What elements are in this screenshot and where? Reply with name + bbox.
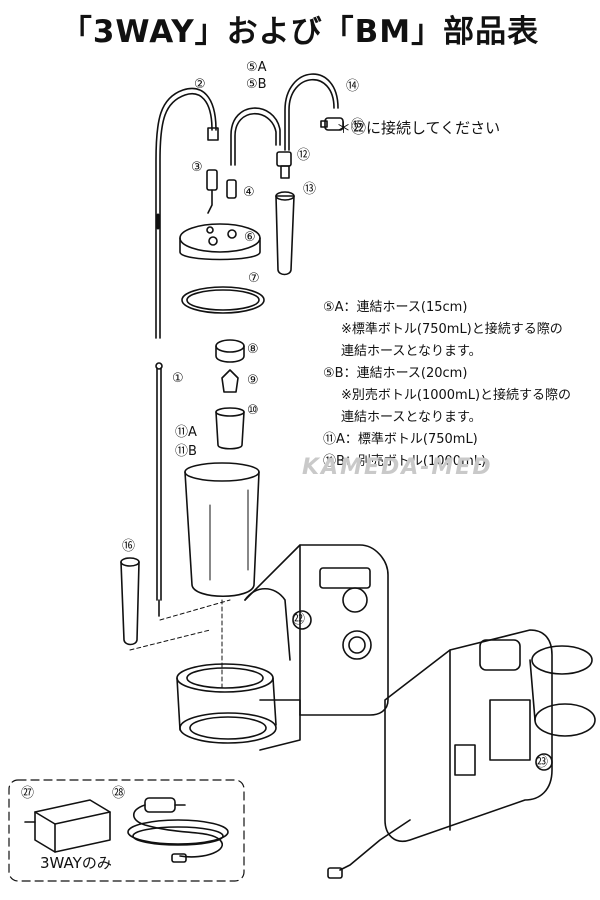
page-title: 「3WAY」および「BM」部品表	[60, 14, 540, 50]
part-label-7: ⑦	[248, 271, 260, 286]
note-line: ⑤B：連結ホース(20cm)	[323, 366, 468, 381]
watermark: KAMEDA-MED	[302, 455, 493, 480]
part-label-12: ⑫	[297, 148, 311, 163]
main-unit-back-illustration	[327, 629, 596, 879]
part-label-15: ⑮	[351, 118, 365, 133]
accessories-box	[8, 779, 245, 882]
note-line: 連結ホースとなります。	[341, 344, 482, 359]
part-label-14: ⑭	[346, 79, 360, 94]
part-label-6: ⑥	[244, 230, 256, 245]
note-line: ⑤A：連結ホース(15cm)	[323, 300, 468, 315]
main-unit-front-illustration	[176, 544, 389, 751]
connector-illustration	[206, 169, 237, 214]
part-label-28: ㉘	[112, 786, 126, 801]
elbow-connector-illustration	[320, 117, 344, 131]
part-label-1: ①	[172, 371, 184, 386]
connecting-hose-illustration	[230, 107, 281, 166]
filter-tube-illustration	[275, 191, 295, 276]
battery-illustration	[24, 799, 111, 853]
suction-tube-illustration	[155, 87, 219, 339]
part-label-10: ⑩	[247, 403, 259, 418]
connect-hint-text: ＊㉒に接続してください	[336, 119, 501, 137]
part-label-9: ⑨	[247, 373, 259, 388]
bottle-lid-illustration	[179, 223, 261, 261]
part-label-5b: ⑤B	[246, 77, 267, 92]
part-label-16: ⑯	[122, 539, 136, 554]
note-line: ⑪A：標準ボトル(750mL)	[323, 432, 478, 447]
car-adapter-cord-illustration	[127, 797, 229, 863]
collection-bottle-illustration	[184, 462, 260, 598]
part-label-13: ⑬	[303, 182, 317, 197]
note-line: ※別売ボトル(1000mL)と接続する際の	[341, 388, 572, 403]
accessories-only-label: 3WAYのみ	[40, 854, 112, 872]
part-label-11a: ⑪A	[175, 425, 197, 440]
part-label-27: ㉗	[21, 786, 35, 801]
part-label-4: ④	[243, 185, 255, 200]
note-line: 連結ホースとなります。	[341, 410, 482, 425]
hose-14-illustration	[284, 73, 339, 151]
part-label-8: ⑧	[247, 342, 259, 357]
tube-holder-illustration	[120, 557, 140, 646]
notes-block: ⑤A：連結ホース(15cm) ※標準ボトル(750mL)と接続する際の 連結ホー…	[323, 297, 571, 473]
part-label-5a: ⑤A	[246, 60, 267, 75]
part-label-23: ㉓	[535, 755, 549, 770]
suction-probe-illustration	[155, 362, 163, 617]
part-label-11b: ⑪B	[175, 444, 197, 459]
seal-ring-illustration	[181, 286, 265, 314]
small-parts-illustration	[215, 339, 245, 450]
part-label-22: ㉒	[292, 612, 306, 627]
note-line: ⑪B：別売ボトル(1000mL)	[323, 454, 487, 469]
part-label-3: ③	[191, 160, 203, 175]
float-valve-illustration	[276, 151, 292, 179]
note-line: ※標準ボトル(750mL)と接続する際の	[341, 322, 563, 337]
part-label-2: ②	[194, 77, 206, 92]
